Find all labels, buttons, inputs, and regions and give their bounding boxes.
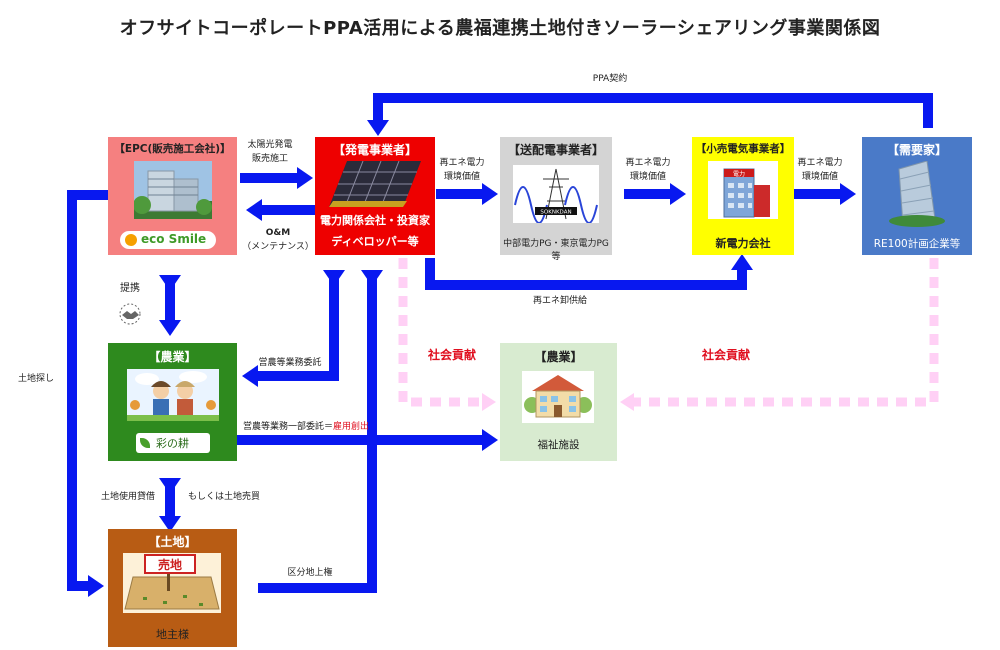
re-power-label-1b: 環境価値 [443, 172, 480, 182]
power-generator-line2: ディベロッパー等 [331, 235, 419, 248]
farm-partial-text: 営農等業務一部委託＝ [243, 422, 334, 432]
land-sign: 売地 [158, 557, 182, 572]
welfare-facility-image [522, 371, 594, 423]
employment-text: 雇用創出 [333, 422, 370, 432]
power-generator-title: 【発電事業者】 [332, 143, 417, 157]
farm-consign-arrow [242, 270, 345, 387]
farm-partial-label: 営農等業務一部委託＝雇用創出 [243, 420, 369, 434]
land-title: 【土地】 [148, 535, 197, 549]
social-arrow-right [620, 258, 939, 411]
saino-logo: 彩の耕 [136, 433, 210, 453]
om-label-2: （メンテナンス） [242, 242, 314, 252]
epc-box: 【EPC(販売施工会社)】 eco Smile [108, 137, 237, 255]
om-label-1: O&M [265, 228, 291, 238]
retail-title: 【小売電気事業者】 [695, 143, 791, 155]
transmission-line1: 中部電力PG・東京電力PG等 [503, 239, 609, 262]
ppa-label: PPA契約 [592, 74, 628, 84]
retail-building-image: 電力 [708, 161, 778, 219]
re-power-label-2b: 環境価値 [629, 172, 666, 182]
farmers-illustration [127, 369, 219, 421]
skyscraper-image [889, 161, 945, 227]
agriculture-left-title: 【農業】 [148, 350, 197, 364]
office-building-image [134, 161, 212, 219]
farm-consign-label: 営農等業務委託 [258, 358, 322, 368]
solar-sales-label-2: 販売施工 [251, 154, 288, 164]
land-box: 【土地】 売地 地主様 [108, 529, 237, 647]
demand-title: 【需要家】 [886, 143, 947, 157]
diagram-title: オフサイトコーポレートPPA活用による農福連携土地付きソーラーシェアリング事業関… [119, 18, 881, 39]
partnership-label: 提携 [120, 283, 140, 294]
surface-right-label: 区分地上権 [287, 568, 333, 578]
land-line1: 地主様 [156, 628, 189, 641]
surface-right-arrow [258, 270, 383, 593]
retail-box: 【小売電気事業者】 電力 新電力会社 [692, 137, 794, 255]
handshake-icon [119, 303, 141, 325]
re-power-label-3a: 再エネ電力 [797, 158, 843, 168]
power-generator-line1: 電力関係会社・投資家 [320, 214, 430, 227]
agriculture-right-line1: 福祉施設 [537, 439, 580, 451]
power-generator-box: 【発電事業者】 電力関係会社・投資家 ディベロッパー等 [315, 137, 435, 255]
transmission-box: 【送配電事業者】 SOKNKDAN 中部電力PG・東京電力PG等 [500, 137, 612, 262]
land-sale-label: もしくは土地売買 [187, 492, 260, 502]
solar-sales-label-1: 太陽光発電 [247, 140, 293, 150]
social-label-2: 社会貢献 [701, 348, 750, 362]
transmission-title: 【送配電事業者】 [507, 143, 604, 157]
transmission-sign: SOKNKDAN [540, 210, 571, 216]
solar-panel-image [329, 161, 421, 207]
demand-line1: RE100計画企業等 [873, 238, 961, 250]
wholesale-arrow [425, 254, 753, 290]
land-search-arrow [67, 190, 108, 597]
sun-icon [125, 234, 137, 246]
land-search-label: 土地探し [17, 374, 54, 384]
agriculture-right-title: 【農業】 [534, 350, 583, 364]
re-power-label-1a: 再エネ電力 [439, 158, 485, 168]
social-label-1: 社会貢献 [427, 348, 476, 362]
social-arrow-left [398, 258, 496, 411]
agriculture-box-right: 【農業】 福祉施設 [500, 343, 617, 461]
transmission-tower-image: SOKNKDAN [513, 165, 599, 223]
land-for-sale-image: 売地 [123, 553, 221, 613]
demand-box: 【需要家】 RE100計画企業等 [862, 137, 972, 255]
retail-line1: 新電力会社 [715, 237, 771, 250]
land-lease-label: 土地使用貸借 [100, 492, 155, 502]
re-power-label-3b: 環境価値 [801, 172, 838, 182]
ppa-arrow [367, 93, 933, 136]
eco-smile-logo-text: eco Smile [141, 232, 207, 246]
wholesale-label: 再エネ卸供給 [532, 296, 587, 306]
re-power-label-2a: 再エネ電力 [625, 158, 671, 168]
leaf-icon [140, 438, 150, 448]
eco-smile-logo: eco Smile [120, 231, 216, 249]
epc-title: 【EPC(販売施工会社)】 [114, 143, 231, 155]
saino-logo-text: 彩の耕 [156, 437, 189, 450]
agriculture-box-left: 【農業】 彩の耕 [108, 343, 237, 461]
retail-sign: 電力 [733, 170, 745, 178]
